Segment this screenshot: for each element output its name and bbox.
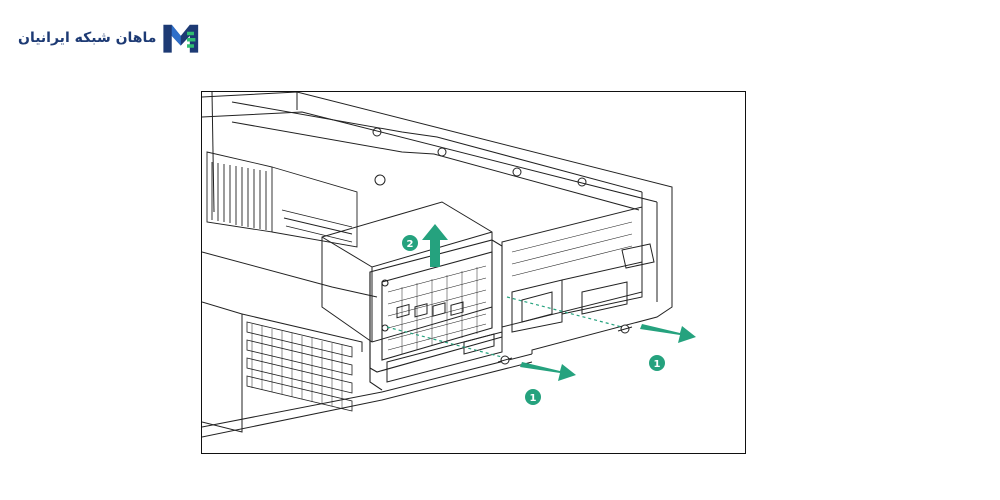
- brand-header: ماهان شبکه ایرانیان: [18, 14, 200, 62]
- rear-io-ports: [386, 301, 503, 383]
- svg-text:1: 1: [530, 393, 537, 404]
- server-riser-removal-diagram: 2 1 1: [201, 91, 746, 454]
- step-callout-1-upper: 1: [649, 355, 665, 371]
- mahan-m-logo-icon: [163, 24, 199, 53]
- riser-cage-rear: [321, 201, 493, 343]
- action-arrows: [422, 224, 696, 381]
- screws: [497, 324, 633, 365]
- slide-arrow-icon-2: [640, 324, 696, 343]
- svg-text:2: 2: [407, 239, 414, 250]
- step-callout-2: 2: [402, 235, 418, 251]
- heatsink: [206, 151, 358, 248]
- power-supply-bays: [501, 206, 655, 333]
- lift-arrow-icon: [422, 224, 448, 267]
- step-callout-1-lower: 1: [525, 389, 541, 405]
- svg-text:1: 1: [654, 359, 661, 370]
- slide-arrow-icon: [520, 362, 576, 381]
- step-callouts: 2 1 1: [402, 235, 665, 405]
- diagram-canvas: 2 1 1: [202, 92, 696, 438]
- brand-name: ماهان شبکه ایرانیان: [18, 30, 157, 46]
- screw-guide-lines: [386, 296, 623, 358]
- dimm-slots: [246, 321, 353, 412]
